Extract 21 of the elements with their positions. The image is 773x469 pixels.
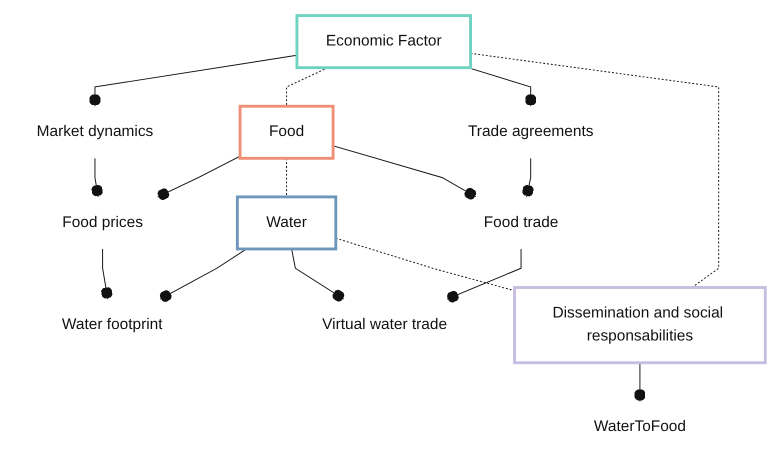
node-box: Dissemination and social responsabilities	[513, 286, 767, 364]
node-text: Food prices	[62, 214, 143, 231]
node-text: WaterToFood	[594, 418, 686, 436]
connector	[160, 248, 247, 302]
node-text: Trade agreements	[468, 124, 594, 140]
connector	[522, 158, 534, 198]
node-box: Food	[238, 104, 335, 160]
connector	[332, 145, 476, 200]
connector	[291, 248, 344, 302]
connector	[634, 362, 646, 402]
node-text: Food trade	[484, 214, 558, 231]
connector	[89, 54, 298, 107]
node-text: Water footprint	[62, 316, 163, 333]
connector	[100, 248, 113, 300]
node-box: Water	[236, 195, 338, 250]
connector	[157, 156, 241, 200]
node-box: Economic Factor	[295, 14, 472, 70]
node-text: Market dynamics	[36, 124, 154, 140]
connector	[446, 248, 522, 302]
node-text: Virtual water trade	[322, 316, 448, 333]
connector	[91, 158, 103, 198]
